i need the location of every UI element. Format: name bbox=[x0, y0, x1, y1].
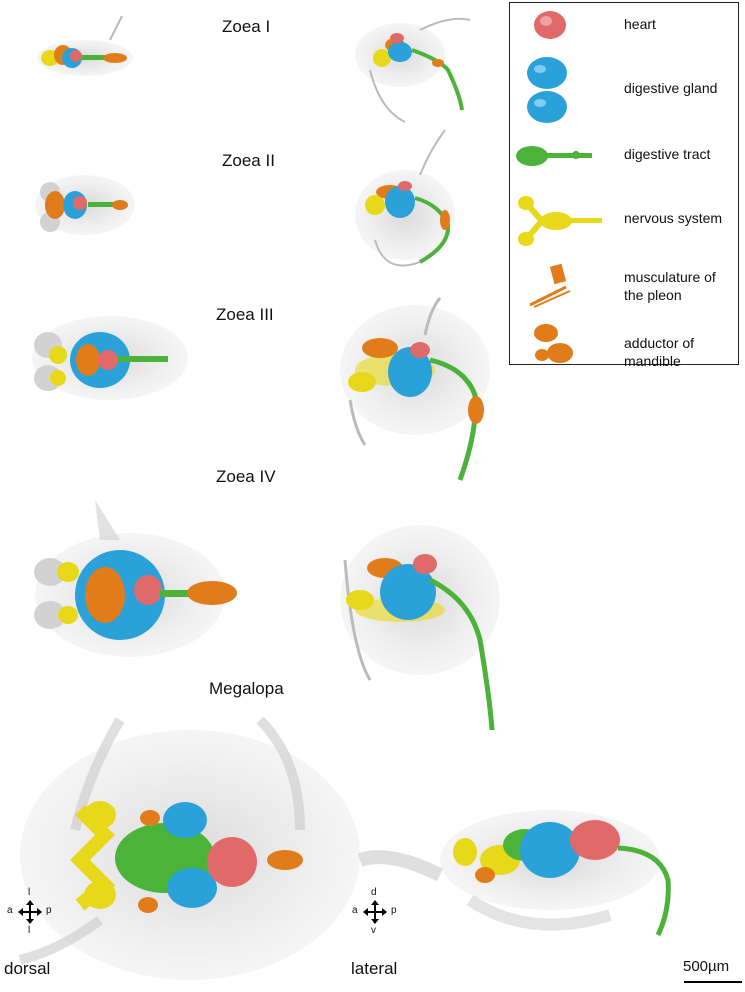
axis-top-lateral: d bbox=[371, 887, 377, 898]
view-label-lateral: lateral bbox=[351, 959, 398, 978]
legend-label-nervous-system: nervous system bbox=[624, 210, 723, 226]
megalopa-dorsal-specimen bbox=[18, 716, 360, 980]
legend-label-musculature-pleon: musculature of the pleon bbox=[624, 269, 716, 303]
musculature-pleon-icon bbox=[529, 263, 571, 308]
megalopa-lateral-rendering bbox=[357, 810, 671, 937]
heart-icon bbox=[534, 11, 566, 39]
cross-arrows-icon bbox=[363, 900, 387, 924]
legend-label-adductor-mandible: adductor of mandible bbox=[624, 335, 695, 369]
axis-top-dorsal: l bbox=[28, 887, 31, 898]
axis-bottom-lateral: v bbox=[371, 925, 376, 936]
view-label-dorsal: dorsal bbox=[4, 959, 51, 978]
zoea-4-lateral-specimen bbox=[340, 525, 500, 731]
zoea-3-lateral-specimen bbox=[340, 297, 490, 481]
stage-label-zoea-2: Zoea II bbox=[222, 151, 275, 170]
axis-right-dorsal: p bbox=[46, 905, 52, 916]
zoea-3-dorsal-specimen bbox=[32, 316, 188, 400]
orientation-compass-dorsal: l a p l bbox=[4, 887, 54, 948]
legend-label-digestive-gland: digestive gland bbox=[624, 80, 718, 96]
cross-arrows-icon bbox=[18, 900, 42, 924]
zoea-1-lateral-specimen bbox=[355, 17, 471, 123]
nervous-system-icon bbox=[518, 196, 602, 246]
axis-bottom-dorsal: l bbox=[28, 925, 31, 936]
axis-left-dorsal: a bbox=[7, 905, 13, 916]
digestive-tract-icon bbox=[516, 146, 592, 166]
adductor-mandible-icon bbox=[534, 324, 573, 363]
stage-label-zoea-1: Zoea I bbox=[222, 17, 271, 36]
orientation-compass-lateral: d a p v bbox=[349, 887, 399, 948]
stage-label-zoea-4: Zoea IV bbox=[216, 467, 276, 486]
stage-label-zoea-3: Zoea III bbox=[216, 305, 274, 324]
digestive-gland-icon bbox=[527, 57, 567, 123]
legend-label-heart: heart bbox=[624, 16, 656, 32]
stage-label-megalopa: Megalopa bbox=[209, 679, 284, 698]
specimen-renderings bbox=[18, 15, 500, 980]
axis-right-lateral: p bbox=[391, 905, 397, 916]
legend: heart digestive gland digestive tract ne… bbox=[509, 2, 739, 369]
zoea-4-dorsal-specimen bbox=[34, 500, 237, 657]
legend-label-digestive-tract: digestive tract bbox=[624, 146, 711, 162]
zoea-2-dorsal-specimen bbox=[35, 175, 135, 235]
zoea-1-dorsal-specimen bbox=[37, 15, 133, 76]
scale-bar-label: 500µm bbox=[683, 958, 730, 975]
axis-left-lateral: a bbox=[352, 905, 358, 916]
scale-bar bbox=[684, 981, 742, 983]
zoea-2-lateral-specimen bbox=[355, 129, 455, 267]
